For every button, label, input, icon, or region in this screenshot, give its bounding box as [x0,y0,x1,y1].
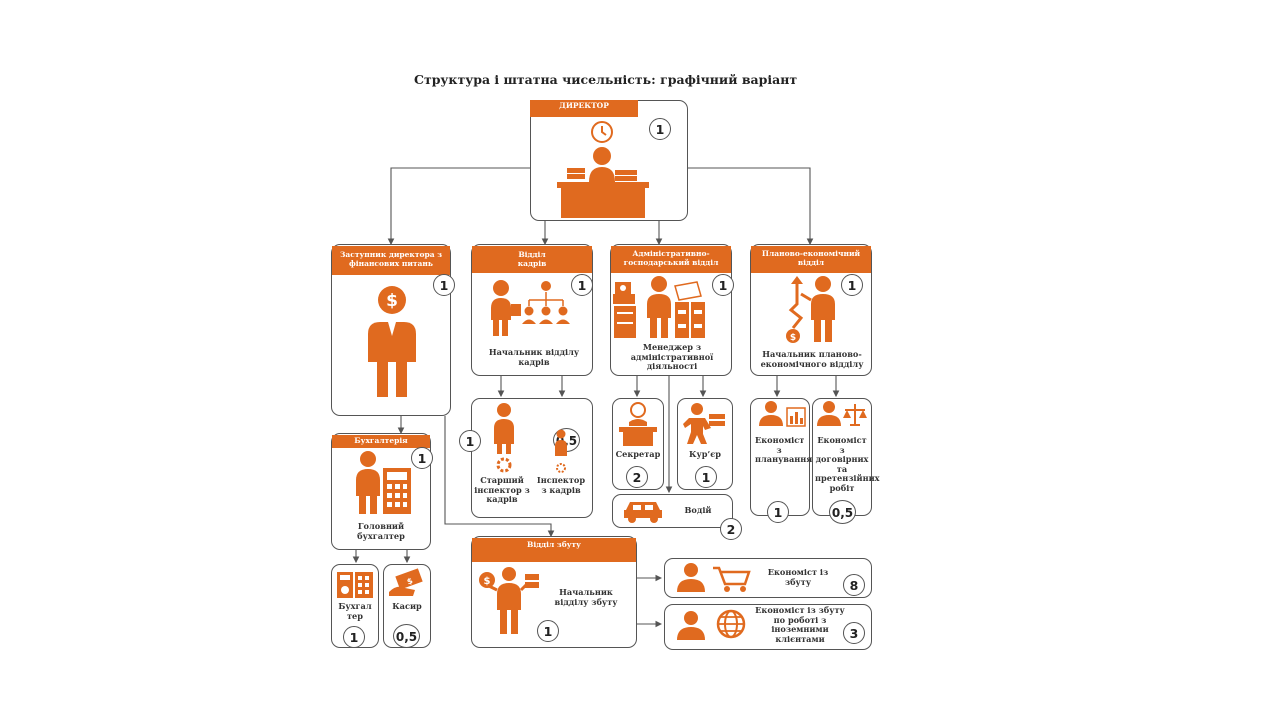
director-header: ДИРЕКТОР [530,100,638,117]
driver-label: Водій [684,505,712,515]
economist-contract-icon [817,401,867,426]
planning-header: Планово-економічний відділ [751,246,871,273]
hr-senior-count: 1 [459,430,481,452]
org-chart-person-icon [491,280,570,336]
director-desk-icon [557,121,649,218]
accounting-head-label: Головний бухгалтер [357,521,405,541]
sales-head-label: Начальник відділу збуту [554,587,618,607]
hr-head-label: Начальник відділу кадрів [488,347,580,367]
svg-text:$: $ [484,576,491,587]
econ-contract-label: Економіст з договірних та претензійних р… [815,435,880,493]
admin-header: Адміністративно-господарський відділ [611,246,731,273]
office-manager-icon [613,276,705,338]
calculator-person-icon [356,451,411,514]
svg-text:$: $ [406,576,415,587]
secretary-count: 2 [626,466,648,488]
courier-count: 1 [695,466,717,488]
econ-plan-box [750,398,810,516]
secretary-icon [619,402,657,446]
hr-senior-label: Старший інспектор з кадрів [474,475,530,505]
cashier-icon: $ [389,568,423,596]
econ-plan-label: Економіст з планування [755,435,813,465]
connector-lines [352,167,840,628]
growth-chart-person-icon: $ [786,276,835,343]
svg-text:$: $ [790,333,796,343]
sales-economist-label: Економіст із збуту [767,567,829,587]
admin-count: 1 [712,274,734,296]
director-count: 1 [649,118,671,140]
economist-cart-icon [677,563,751,592]
cashier-count: 0,5 [393,624,420,648]
sales-header: Відділ збуту [472,538,636,562]
accountant-label: Бухгалтер [338,601,372,621]
cashier-label: Касир [392,601,422,611]
sales-count: 1 [537,620,559,642]
foreign-economist-box [664,604,872,650]
car-icon [624,502,662,523]
accounting-count: 1 [411,447,433,469]
senior-inspector-icon [494,403,514,473]
diagram-title: Структура і штатна чисельність: графічни… [414,72,798,87]
foreign-economist-label: Економіст із збуту по роботі з іноземним… [755,605,845,644]
planning-head-label: Начальник планово-економічного відділу [760,349,864,369]
hr-header: Відділ кадрів [472,246,592,273]
accountant-icon [337,572,373,598]
hr-count: 1 [571,274,593,296]
courier-label: Кур’єр [689,449,721,459]
deputy-count: 1 [433,274,455,296]
org-structure-diagram: Структура і штатна чисельність: графічни… [329,66,880,651]
econ-contract-count: 0,5 [829,500,856,524]
econ-plan-count: 1 [767,501,789,523]
secretary-label: Секретар [615,449,661,459]
planning-count: 1 [841,274,863,296]
accountant-count: 1 [343,626,365,648]
sales-economist-count: 8 [843,574,865,596]
accounting-header: Бухгалтерія [332,435,430,448]
admin-head-label: Менеджер з адміністративної діяльності [630,342,714,372]
svg-text:$: $ [386,291,398,311]
sales-head-icon: $ [479,567,539,634]
economist-planning-icon [759,401,806,427]
driver-count: 2 [720,518,742,540]
deputy-header: Заступник директора з фінансових питань [332,246,450,275]
dollar-person-icon: $ [368,286,416,397]
hr-inspector-label: Інспектор з кадрів [536,475,586,495]
foreign-economist-count: 3 [843,622,865,644]
economist-globe-icon [677,609,746,640]
inspector-icon [555,429,567,473]
hr-sub-box [471,398,593,518]
courier-icon [683,403,725,444]
